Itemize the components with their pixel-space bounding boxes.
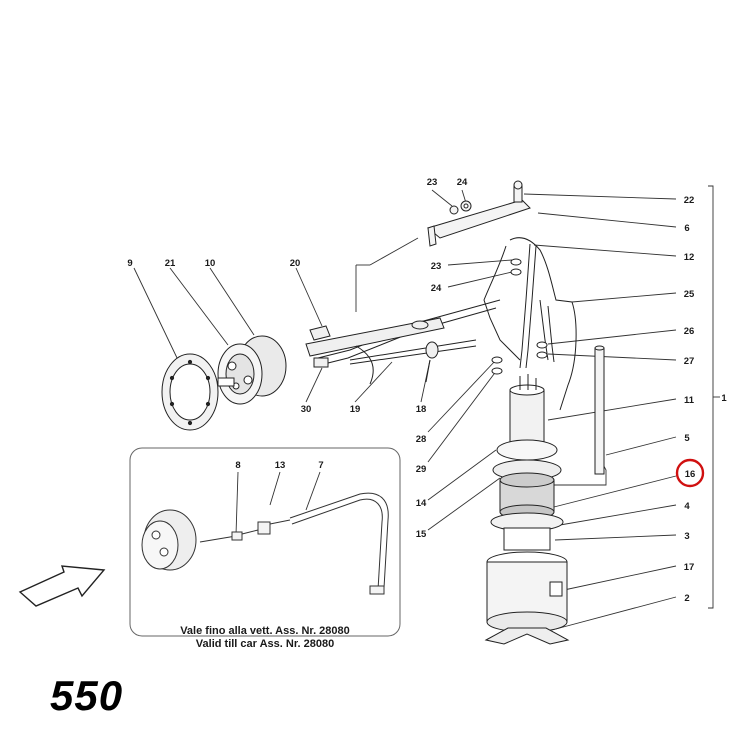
callout-8: 8 — [235, 460, 240, 471]
fuel-pump-stack — [484, 374, 570, 645]
highlight-circle — [675, 458, 705, 488]
callout-10: 10 — [205, 258, 216, 269]
callout-6: 6 — [684, 223, 689, 234]
washers — [491, 258, 548, 375]
callout-23-mid: 23 — [431, 261, 442, 272]
callout-4: 4 — [684, 501, 690, 512]
callout-17: 17 — [684, 562, 695, 573]
mounting-strip — [426, 180, 531, 247]
callout-19: 19 — [350, 404, 361, 415]
inset-note-italian: Vale fino alla vett. Ass. Nr. 28080 — [180, 625, 350, 637]
callout-20: 20 — [290, 258, 301, 269]
callout-24-mid: 24 — [431, 283, 442, 294]
callout-labels: 23 24 22 6 9 21 10 20 23 12 24 25 26 27 … — [127, 177, 727, 604]
fuel-pipes — [315, 237, 577, 411]
callout-21: 21 — [165, 258, 176, 269]
callout-13: 13 — [275, 460, 286, 471]
callout-24-top: 24 — [457, 177, 468, 188]
leader-lines — [133, 189, 677, 631]
callout-18: 18 — [416, 404, 427, 415]
callout-25: 25 — [684, 289, 695, 300]
flange-ring — [161, 353, 219, 431]
pump-unit — [217, 335, 287, 405]
callout-15: 15 — [416, 529, 427, 540]
callout-2: 2 — [684, 593, 689, 604]
model-badge: 550 — [50, 672, 124, 719]
callout-28: 28 — [416, 434, 427, 445]
callout-7: 7 — [318, 460, 323, 471]
inset-note-english: Valid till car Ass. Nr. 28080 — [196, 638, 334, 650]
callout-1: 1 — [721, 393, 727, 404]
callout-9: 9 — [127, 258, 132, 269]
hose-assembly — [305, 317, 477, 385]
rod — [594, 345, 605, 475]
callout-12: 12 — [684, 252, 695, 263]
callout-29: 29 — [416, 464, 427, 475]
callout-26: 26 — [684, 326, 695, 337]
callout-27: 27 — [684, 356, 695, 367]
callout-5: 5 — [684, 433, 690, 444]
inset-box — [129, 447, 401, 637]
callout-3: 3 — [684, 531, 689, 542]
callout-11: 11 — [684, 395, 695, 406]
callout-30: 30 — [301, 404, 312, 415]
arrow-icon — [18, 565, 106, 607]
callout-14: 14 — [416, 498, 427, 509]
callout-23-top: 23 — [427, 177, 438, 188]
callout-16: 16 — [685, 469, 696, 480]
callout-22: 22 — [684, 195, 695, 206]
